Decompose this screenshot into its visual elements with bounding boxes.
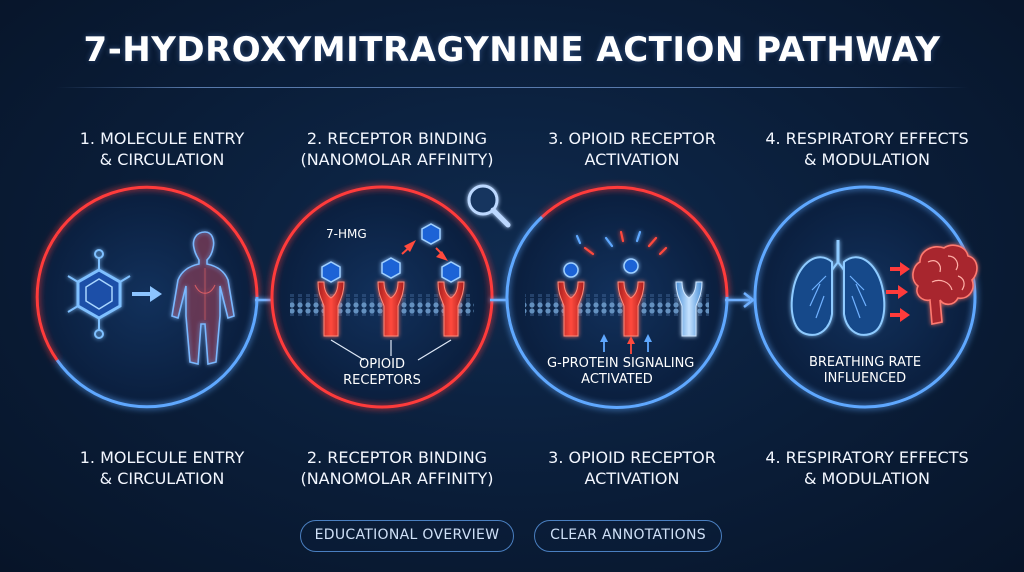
activation-spark-icon <box>575 230 668 256</box>
educational-overview-badge: EDUCATIONAL OVERVIEW <box>300 520 514 552</box>
compound-tag: 7-HMG <box>326 227 367 241</box>
opioid-receptor-icon <box>317 281 345 337</box>
signaling-arrow-icon <box>600 334 652 354</box>
ligand-molecule-icon <box>563 262 579 278</box>
hexagon-molecule-icon <box>67 249 131 339</box>
ligand-molecule-icon <box>441 261 461 283</box>
receptor-pointer-lines <box>330 339 452 361</box>
lungs-icon <box>790 240 886 336</box>
step-1-label-bottom: 1. MOLECULE ENTRY& CIRCULATION <box>79 448 245 488</box>
step-4-label-bottom: 4. RESPIRATORY EFFECTS& MODULATION <box>765 448 969 488</box>
opioid-receptor-icon <box>557 281 585 337</box>
ligand-molecule-icon <box>421 223 441 245</box>
ligand-molecule-icon <box>623 258 639 274</box>
human-body-icon <box>171 231 235 366</box>
connector-arrow-3 <box>725 292 756 308</box>
brain-icon <box>912 244 978 325</box>
ligand-molecule-icon <box>381 257 401 279</box>
step-1-label-top: 1. MOLECULE ENTRY& CIRCULATION <box>79 129 245 169</box>
opioid-receptor-icon <box>377 281 405 337</box>
step-2-label-bottom: 2. RECEPTOR BINDING(NANOMOLAR AFFINITY) <box>300 448 494 488</box>
opioid-receptor-icon <box>437 281 465 337</box>
clear-annotations-badge: CLEAR ANNOTATIONS <box>534 520 722 552</box>
opioid-receptor-icon <box>617 281 645 337</box>
step-4-label-top: 4. RESPIRATORY EFFECTS& MODULATION <box>765 129 969 169</box>
step-2-label-top: 2. RECEPTOR BINDING(NANOMOLAR AFFINITY) <box>300 129 494 169</box>
opioid-receptor-icon <box>675 281 703 337</box>
effect-arrow-icon <box>886 262 910 322</box>
binding-arrow-icon <box>401 240 448 261</box>
magnifier-icon <box>467 184 511 228</box>
entry-arrow-icon <box>132 286 162 302</box>
title-divider <box>56 87 968 88</box>
ligand-molecule-icon <box>321 261 341 283</box>
page-title: 7-HYDROXYMITRAGYNINE ACTION PATHWAY <box>83 30 941 70</box>
